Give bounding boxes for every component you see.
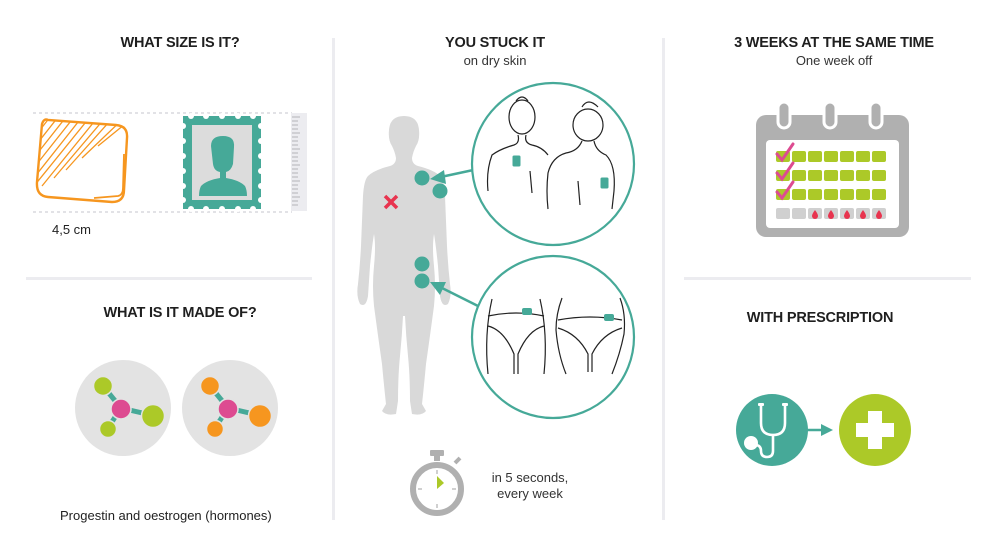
stethoscope-icon	[736, 394, 808, 466]
stopwatch-icon	[410, 450, 464, 516]
application-site-dots	[414, 170, 448, 289]
ruler-icon	[291, 113, 307, 211]
hip-application-illustration	[470, 254, 636, 420]
timer-text-line1: in 5 seconds,	[491, 470, 569, 485]
timer-text-line2: every week	[497, 486, 563, 501]
application-subtitle: on dry skin	[463, 53, 527, 68]
arrow-to-shoulder-icon	[430, 167, 479, 184]
arrow-to-pharmacy-icon	[807, 424, 833, 436]
size-comparison-strip	[33, 112, 292, 213]
prescription-title: WITH PRESCRIPTION	[746, 310, 894, 326]
schedule-subtitle: One week off	[795, 53, 873, 68]
stamp-icon	[180, 113, 264, 212]
composition-caption: Progestin and oestrogen (hormones)	[60, 508, 272, 523]
row-divider-right	[684, 277, 971, 280]
progestin-molecule-icon	[75, 360, 171, 456]
back-application-illustration	[470, 81, 636, 247]
row-divider-left	[26, 277, 312, 280]
arrow-to-hip-icon	[430, 282, 479, 308]
composition-title: WHAT IS IT MADE OF?	[103, 305, 257, 321]
application-title: YOU STUCK IT	[445, 35, 545, 51]
body-silhouette-icon	[357, 116, 451, 415]
size-measurement: 4,5 cm	[52, 222, 92, 237]
calendar-icon	[756, 100, 909, 237]
oestrogen-molecule-icon	[182, 360, 278, 456]
schedule-title: 3 WEEKS AT THE SAME TIME	[734, 35, 934, 51]
forbidden-site-icon	[383, 194, 399, 210]
column-divider-left	[332, 38, 335, 520]
column-divider-right	[662, 38, 665, 520]
pharmacy-cross-icon	[839, 394, 911, 466]
patch-icon	[35, 118, 129, 204]
size-title: WHAT SIZE IS IT?	[120, 35, 240, 51]
